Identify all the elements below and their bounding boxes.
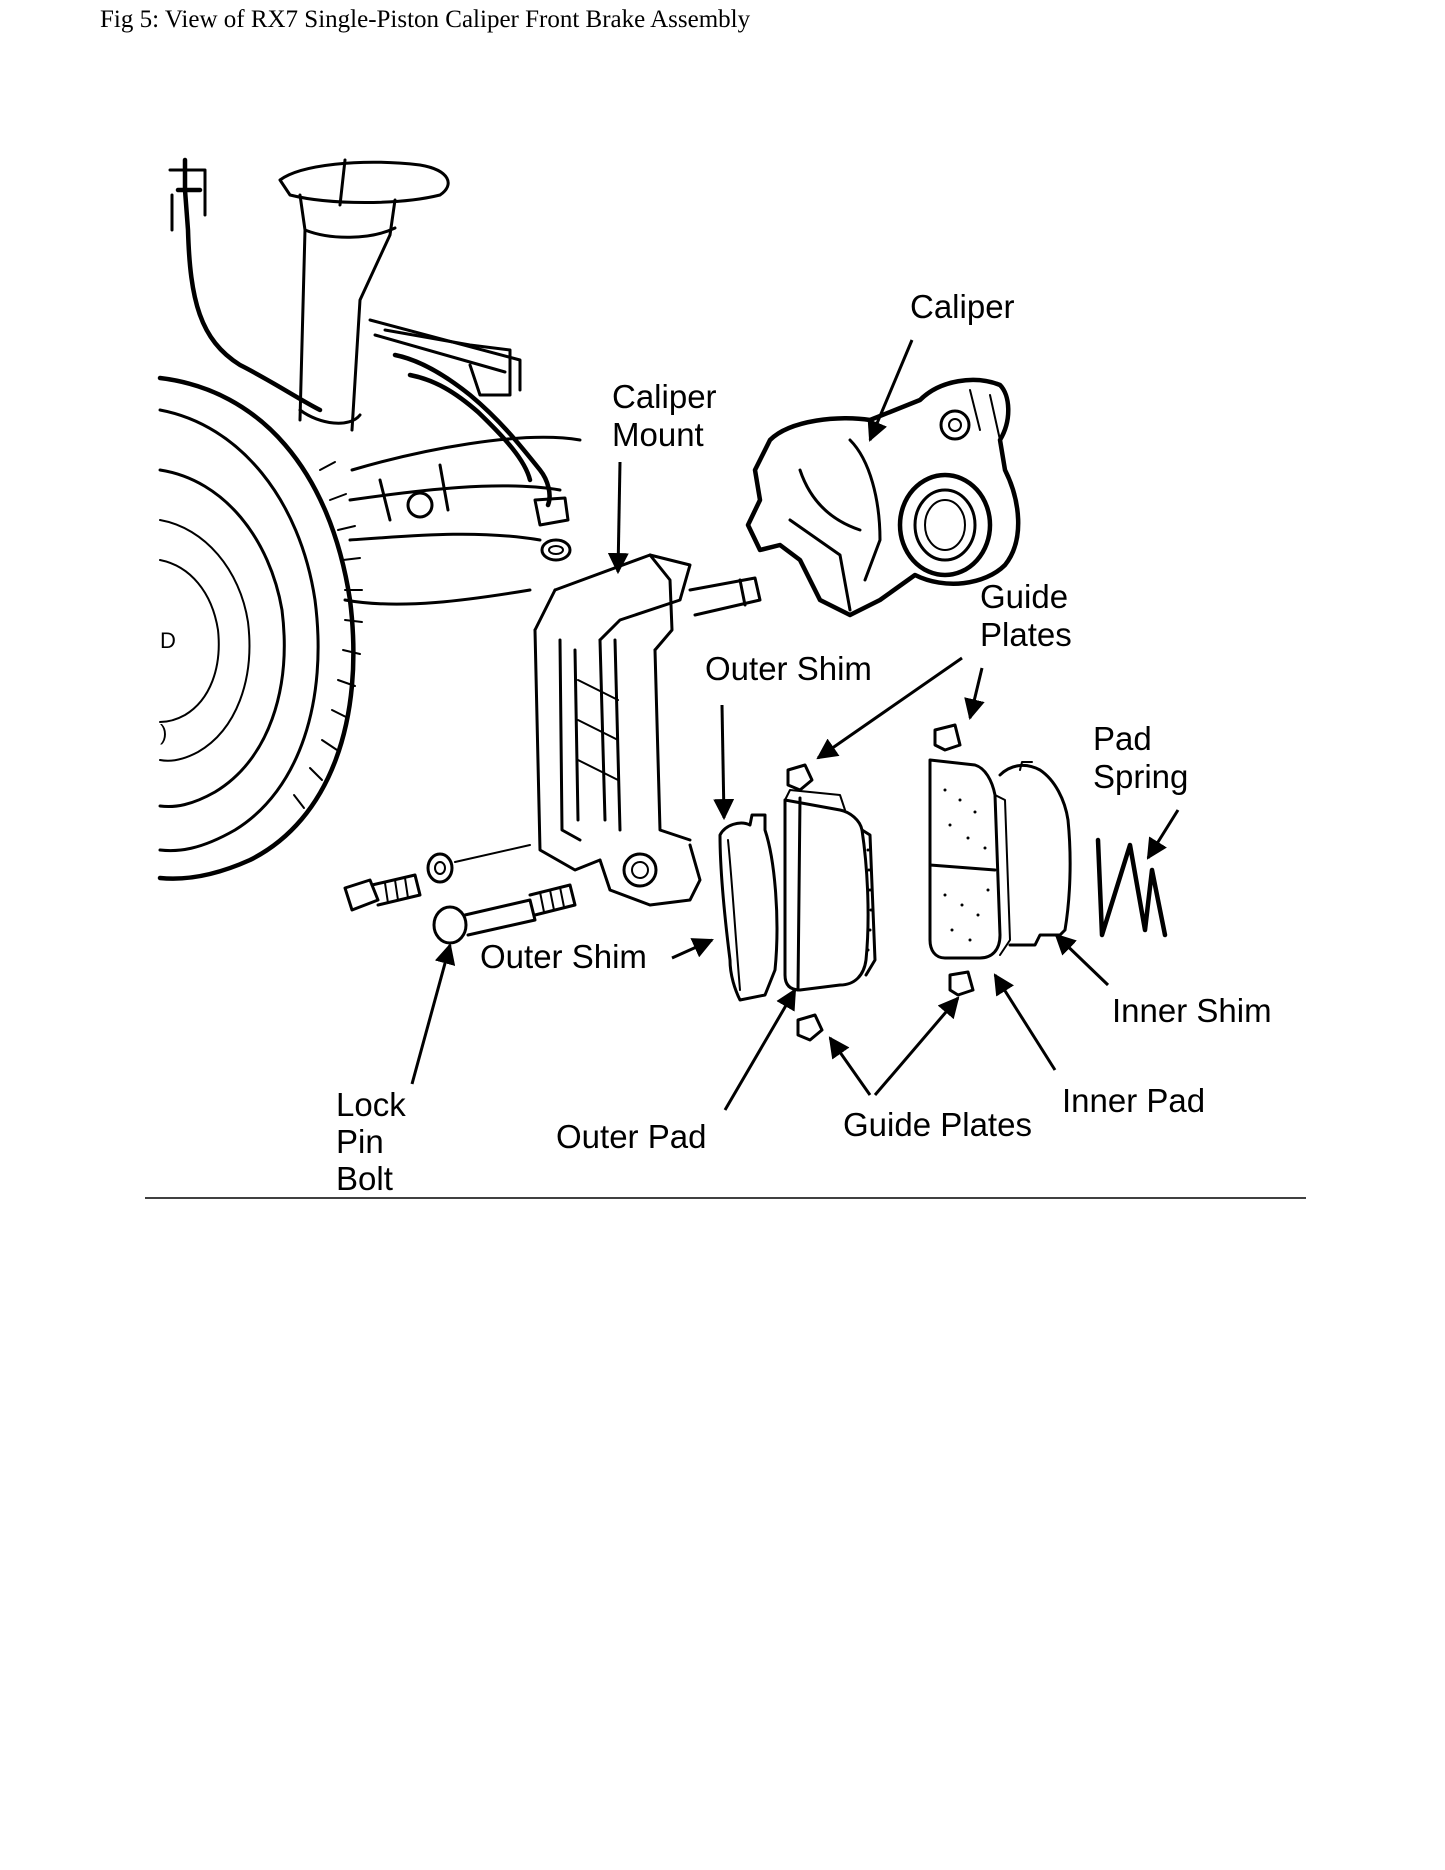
callout-leaders [410,339,1180,1111]
caliper-mount-bracket [533,553,762,907]
label-guide-plates-top-2: Plates [980,616,1072,653]
lock-pin-bolts [343,844,577,945]
label-lock-pin-bolt-3: Bolt [336,1160,393,1197]
label-pad-spring-1: Pad [1093,720,1152,757]
pad-spring-part [1095,837,1168,938]
label-lock-pin-bolt-2: Pin [336,1123,384,1160]
label-inner-shim: Inner Shim [1112,992,1272,1029]
label-outer-shim-bottom: Outer Shim [480,938,647,975]
guide-plate-clips [786,723,975,1042]
label-outer-shim-top: Outer Shim [705,650,872,687]
label-pad-spring-2: Spring [1093,758,1188,795]
svg-text:): ) [160,720,167,745]
label-guide-plates-bottom: Guide Plates [843,1106,1032,1143]
label-inner-pad: Inner Pad [1062,1082,1205,1119]
label-caliper: Caliper [910,288,1015,325]
strut-assembly [168,157,582,606]
label-caliper-mount-1: Caliper [612,378,717,415]
outer-pad-part [783,789,877,992]
caliper-body [745,377,1021,618]
figure-caption: Fig 5: View of RX7 Single-Piston Caliper… [100,6,751,33]
outer-shim-part [718,813,779,1002]
inner-pad-part [928,758,1011,960]
label-outer-pad: Outer Pad [556,1118,706,1155]
label-lock-pin-bolt-1: Lock [336,1086,406,1123]
svg-text:D: D [160,628,176,653]
label-caliper-mount-2: Mount [612,416,704,453]
label-guide-plates-top-1: Guide [980,578,1068,615]
inner-shim-part [998,761,1072,947]
brake-rotor: D ) [157,375,363,881]
